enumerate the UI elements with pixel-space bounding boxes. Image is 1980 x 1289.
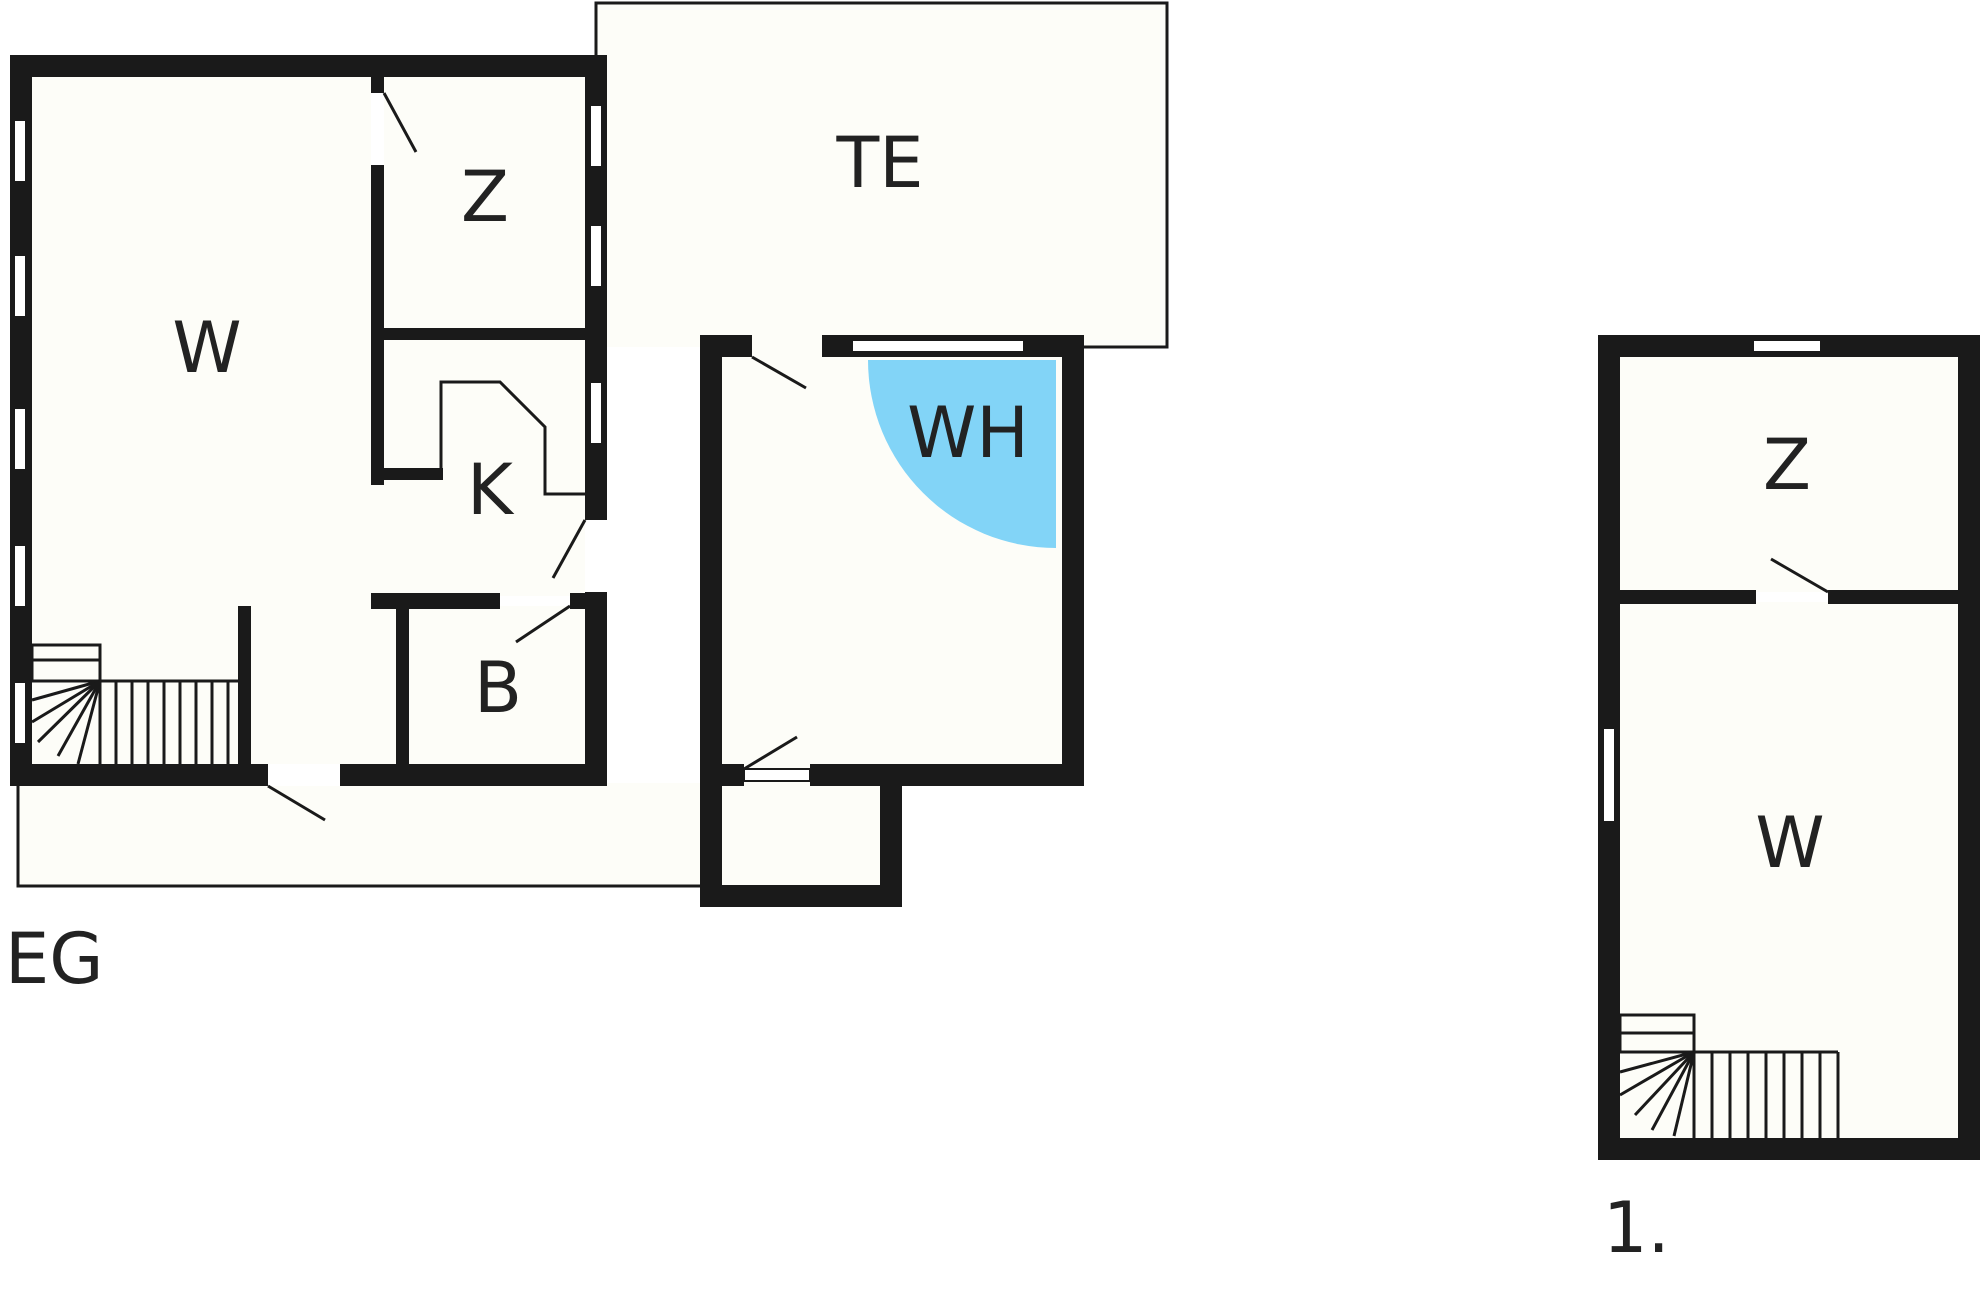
terrace-outline xyxy=(594,1,1169,349)
ground-floor: W Z K B TE WH EG xyxy=(5,1,1169,1000)
first-floor-floor xyxy=(1598,335,1980,1160)
annex-door-gap xyxy=(743,768,811,782)
kitchen-counter xyxy=(439,380,585,496)
main-house-door-swings xyxy=(267,92,587,822)
hot-tub xyxy=(868,360,1056,548)
floor-label-eg: EG xyxy=(5,918,103,1000)
staircase-first xyxy=(1618,1013,1840,1138)
annex-door-swings xyxy=(743,355,807,771)
room-label-w-first: W xyxy=(1755,802,1824,884)
terrace-floor xyxy=(596,3,1167,347)
porch-outline xyxy=(16,785,710,888)
first-floor-windows xyxy=(1602,339,1822,823)
annex-window xyxy=(851,339,1025,353)
main-house-windows xyxy=(13,104,603,745)
main-house-floor xyxy=(10,55,605,785)
staircase-eg xyxy=(30,643,238,765)
first-floor: Z W 1. xyxy=(1598,335,1980,1269)
main-house-openings xyxy=(268,93,607,786)
annex-floor xyxy=(700,770,900,900)
room-label-b: B xyxy=(474,647,522,729)
room-label-te: TE xyxy=(836,122,924,204)
first-floor-door-swing xyxy=(1770,557,1829,594)
room-label-k: K xyxy=(467,449,515,531)
porch-floor xyxy=(18,783,708,886)
room-label-w: W xyxy=(172,307,241,389)
floor-label-first: 1. xyxy=(1603,1187,1670,1269)
room-label-z-first: Z xyxy=(1763,424,1811,506)
first-floor-door-gap xyxy=(1756,592,1828,602)
room-label-wh: WH xyxy=(907,392,1029,474)
room-label-z: Z xyxy=(461,156,509,238)
annex-walls xyxy=(700,335,1084,907)
